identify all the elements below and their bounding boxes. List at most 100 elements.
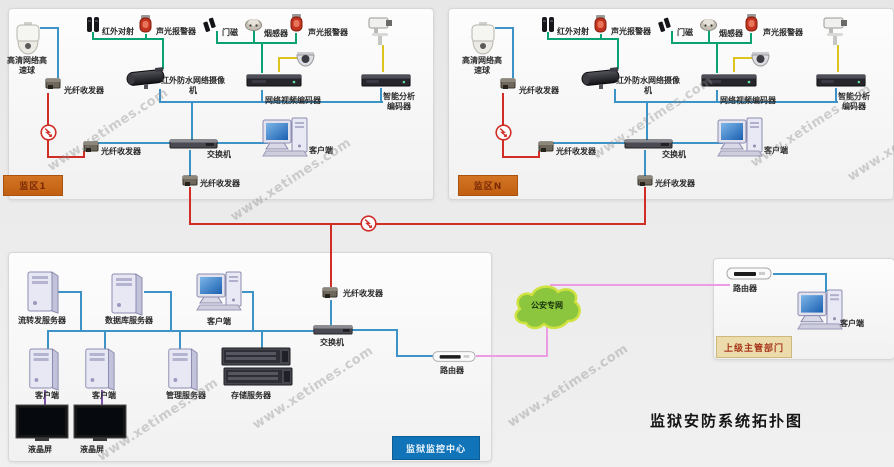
cable (47, 330, 318, 332)
device-label: 光纤收发器 (64, 86, 104, 95)
cable (159, 89, 161, 102)
device-label: 光纤收发器 (101, 147, 141, 156)
cable (835, 88, 837, 102)
cable (512, 28, 514, 78)
dept-tag: 上级主管部门 (716, 336, 792, 358)
device-label: 红外防水网络摄像机 (161, 76, 225, 95)
device-label: 烟感器 (264, 29, 288, 38)
cable (159, 101, 383, 103)
device-label: 网络视频编码器 (265, 96, 321, 105)
door-contact-sensor (656, 17, 673, 33)
cable (162, 38, 164, 69)
cable (734, 57, 752, 59)
device-label: 客户端 (207, 317, 231, 326)
fiber-link-icon (495, 124, 512, 141)
box-camera (821, 13, 853, 45)
cable (44, 390, 46, 406)
device-label: 路由器 (733, 284, 757, 293)
cable (40, 27, 59, 29)
cable (495, 27, 514, 29)
diagram-title: 监狱安防系统拓扑图 (650, 412, 804, 430)
cable (553, 142, 627, 144)
sound-light-alarm (289, 14, 304, 33)
monitor-center-tag: 监狱监控中心 (392, 436, 480, 460)
video-encoder-device (701, 71, 757, 89)
client-computer (196, 270, 244, 312)
ir-beam-sensor (541, 16, 555, 33)
zone1-panel (8, 8, 434, 200)
server-tower (108, 272, 144, 316)
sound-light-alarm (744, 14, 759, 33)
client-computer (797, 288, 845, 331)
cable (733, 57, 735, 72)
cable (216, 42, 297, 44)
device-label: 液晶屏 (80, 445, 104, 454)
fiber-transceiver (500, 77, 516, 90)
fiber-transceiver (538, 140, 554, 153)
device-label: 光纤收发器 (200, 179, 240, 188)
smart-encoder-device (816, 71, 866, 89)
device-label: 交换机 (320, 338, 344, 347)
device-label: 门磁 (222, 28, 238, 37)
cable (101, 390, 103, 406)
device-label: 客户端 (309, 146, 333, 155)
fiber-link-icon (360, 215, 377, 232)
router-device (726, 265, 772, 281)
cable (644, 187, 646, 225)
device-label: 红外对射 (557, 27, 589, 36)
fiber-transceiver (322, 286, 338, 299)
cable (538, 151, 540, 158)
cable (189, 223, 646, 225)
cable (145, 34, 147, 40)
cable (80, 291, 82, 332)
cable (644, 150, 646, 177)
cable (58, 291, 82, 293)
device-label: 高清网络高速球 (462, 56, 502, 75)
cable (646, 101, 648, 140)
device-label: 路由器 (440, 366, 464, 375)
zone1-tag: 监区1 (3, 175, 63, 196)
server-tower (24, 270, 60, 314)
ir-beam-sensor (86, 16, 100, 33)
device-label: 智能分析编码器 (838, 92, 870, 111)
device-label: 客户端 (92, 391, 116, 400)
cable (179, 330, 181, 350)
cable (547, 32, 549, 40)
device-label: 声光报警器 (308, 28, 348, 37)
cable (502, 156, 540, 158)
fiber-transceiver (182, 174, 198, 187)
switch-device (624, 137, 673, 150)
cable (279, 57, 297, 59)
zoneN-tag: 监区N (458, 175, 518, 196)
device-label: 声光报警器 (763, 28, 803, 37)
cable (708, 31, 710, 43)
cable (600, 34, 602, 40)
device-label: 光纤收发器 (655, 179, 695, 188)
device-label: 流转发服务器 (18, 316, 66, 325)
cable (57, 28, 59, 78)
fiber-transceiver (637, 174, 653, 187)
server-tower (165, 347, 199, 391)
cable (546, 326, 548, 356)
cable (716, 90, 718, 102)
cable (396, 329, 398, 357)
device-label: 网络视频编码器 (720, 96, 776, 105)
lcd-screen (15, 404, 69, 442)
cable (253, 31, 255, 43)
fiber-transceiver (45, 77, 61, 90)
switch-device (169, 137, 218, 150)
client-tower (82, 347, 116, 391)
sound-light-alarm (593, 15, 608, 34)
device-label: 交换机 (662, 150, 686, 159)
cable (617, 38, 619, 69)
cable (295, 33, 297, 44)
cable (750, 33, 752, 44)
cable (330, 225, 332, 287)
fiber-transceiver (83, 140, 99, 153)
cable (191, 101, 193, 140)
cloud-label: 公安专网 (531, 301, 563, 310)
switch-device (313, 323, 353, 336)
speed-dome-camera (467, 22, 499, 58)
cable (396, 355, 434, 357)
